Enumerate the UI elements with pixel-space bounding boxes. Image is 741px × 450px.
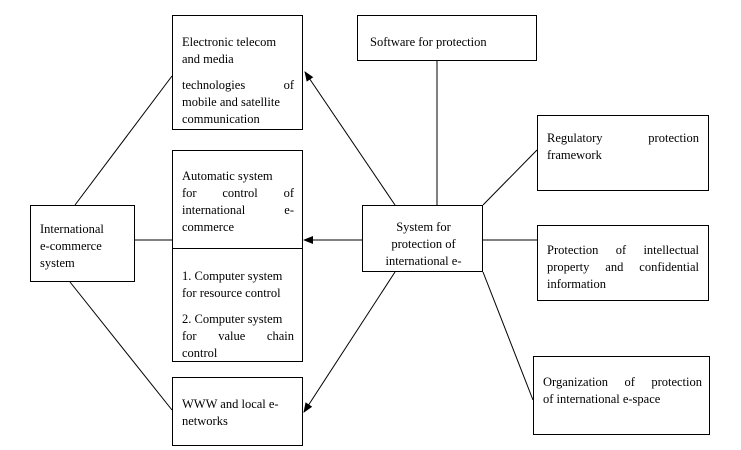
automatic-line4: commerce: [182, 220, 235, 234]
telecom-line2: and media: [182, 52, 234, 66]
organization-line1: Organization of protection: [543, 375, 702, 389]
intellectual-box: Protection of intellectual property and …: [537, 225, 709, 301]
intellectual-line2: property and confidential: [547, 260, 699, 274]
international-line1: International: [40, 222, 104, 236]
www-box: WWW and local e- networks: [172, 377, 303, 446]
intellectual-line1: Protection of intellectual: [547, 243, 699, 257]
arrow-system-to-www: [303, 271, 396, 413]
computer-item1-line2: for resource control: [182, 286, 281, 300]
www-line1: WWW and local e-: [182, 397, 279, 411]
regulatory-line2: framework: [547, 148, 602, 162]
international-box: International e-commerce system: [30, 205, 135, 282]
computer-item2-line3: control: [182, 346, 218, 360]
telecom-box: Electronic telecom and media technologie…: [172, 15, 303, 130]
intellectual-line3: information: [547, 277, 607, 291]
arrow-system-to-telecom: [304, 71, 396, 206]
telecom-line4: mobile and satellite: [182, 95, 280, 109]
box-divider: [173, 248, 302, 249]
organization-line2: of international e-space: [543, 392, 661, 406]
protection-system-line3: international e-: [385, 254, 462, 268]
telecom-line5: communication: [182, 112, 260, 126]
telecom-line3: technologies of: [182, 78, 294, 92]
computer-item2-line2: for value chain: [182, 329, 294, 343]
telecom-line1: Electronic telecom: [182, 35, 277, 49]
automatic-computer-box: Automatic system for control of internat…: [172, 150, 303, 362]
automatic-line3: international e-: [182, 203, 294, 217]
international-line3: system: [40, 256, 75, 270]
protection-system-box: System for protection of international e…: [362, 205, 483, 272]
line-intl-to-www: [69, 281, 173, 411]
line-intl-to-telecom: [74, 75, 173, 206]
www-line2: networks: [182, 414, 228, 428]
regulatory-box: Regulatory protection framework: [537, 115, 709, 191]
line-organization-to-system: [482, 271, 534, 401]
computer-item2-line1: 2. Computer system: [182, 312, 283, 326]
line-regulatory-to-system: [482, 149, 538, 206]
software-label: Software for protection: [370, 35, 487, 49]
software-box: Software for protection: [357, 15, 537, 61]
automatic-line2: for control of: [182, 186, 294, 200]
international-line2: e-commerce: [40, 239, 102, 253]
automatic-line1: Automatic system: [182, 169, 273, 183]
protection-system-line2: protection of: [391, 237, 456, 251]
organization-box: Organization of protection of internatio…: [533, 356, 710, 435]
regulatory-line1: Regulatory protection: [547, 131, 699, 145]
protection-system-line1: System for: [396, 220, 451, 234]
computer-item1-line1: 1. Computer system: [182, 269, 283, 283]
